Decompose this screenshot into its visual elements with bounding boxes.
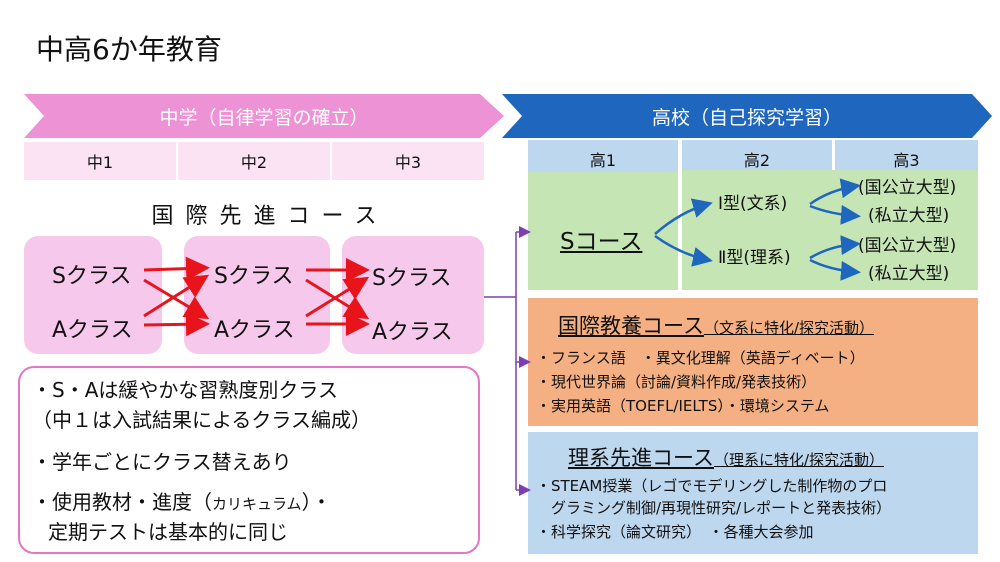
class-a-label: Aクラス [52, 318, 133, 343]
intl-course-sub: （文系に特化/探究活動） [703, 319, 875, 337]
type2-label: Ⅱ型(理系) [718, 248, 791, 268]
arrow-a-to-s-1 [143, 274, 210, 318]
arrow-type1-to-private [809, 204, 861, 225]
sci-course-header: 理系先進コース（理系に特化/探究活動） [568, 442, 884, 472]
senior-banner-label: 高校（自己探究学習） [651, 106, 842, 129]
intl-item-1: ・フランス語 ・異文化理解（英語ディベート） [536, 349, 865, 367]
s-course-name: Sコース [560, 229, 643, 255]
sci-item-3: ・科学探究（論文研究） ・各種大会参加 [536, 523, 814, 541]
note-line-4b: カリキュラム [212, 495, 302, 513]
arrow-s-to-type2 [654, 234, 713, 267]
arrow-a-to-a-1 [143, 312, 210, 337]
note-line-2: （中１は入試結果によるクラス編成） [32, 408, 371, 432]
univ-public-2: (国公立大型) [858, 236, 957, 256]
intl-course-header: 国際教養コース（文系に特化/探究活動） [558, 310, 874, 340]
class-s-label: Sクラス [52, 264, 132, 289]
note-line-1: ・S・Aは緩やかな習熟度別クラス [32, 378, 338, 402]
univ-private-2: (私立大型) [868, 264, 950, 284]
intl-item-2: ・現代世界論（討論/資料作成/発表技術） [536, 373, 817, 391]
arrow-type1-to-public [809, 178, 861, 206]
grade-junior-2: 中2 [178, 142, 330, 180]
arrow-s-to-type1 [654, 198, 713, 235]
junior-banner: 中学（自律学習の確立） [24, 94, 504, 138]
page-title: 中高6か年教育 [36, 33, 222, 66]
junior-course-title: 国際先進コース [151, 204, 389, 229]
class-a-label: Aクラス [214, 318, 295, 343]
note-line-5: 定期テストは基本的に同じ [48, 520, 288, 544]
univ-public-1: (国公立大型) [858, 178, 957, 198]
class-s-label: Sクラス [372, 266, 452, 291]
type1-label: Ⅰ型(文系) [718, 194, 788, 214]
s-course-types-box: Ⅰ型(文系) Ⅱ型(理系) (国公立大型) (私立大型) (国公立大型) (私立… [682, 170, 978, 290]
sci-item-2: グラミング制御/再現性研究/レポートと発表技術） [536, 499, 892, 517]
class-box-junior-1: Sクラス Aクラス [24, 236, 162, 354]
sci-course-name: 理系先進コース [568, 446, 714, 470]
arrow-type2-to-private [809, 258, 861, 281]
grade-junior-3: 中3 [332, 142, 484, 180]
sci-item-1: ・STEAM授業（レゴでモデリングした制作物のプロ [536, 477, 888, 495]
intl-course-box: 国際教養コース（文系に特化/探究活動） ・フランス語 ・異文化理解（英語ディベー… [528, 298, 978, 426]
sci-course-box: 理系先進コース（理系に特化/探究活動） ・STEAM授業（レゴでモデリングした制… [528, 432, 978, 554]
class-s-label: Sクラス [214, 264, 294, 289]
arrow-a-to-s-2 [305, 276, 370, 318]
note-line-4a: ・使用教材・進度（ [32, 490, 212, 514]
grade-senior-1: 高1 [528, 140, 678, 178]
intl-course-name: 国際教養コース [558, 314, 704, 338]
junior-banner-label: 中学（自律学習の確立） [159, 106, 369, 129]
grade-junior-1: 中1 [24, 142, 176, 180]
note-line-4: ・使用教材・進度（カリキュラム）・ [32, 488, 332, 518]
class-a-label: Aクラス [372, 320, 453, 345]
s-course-box: Sコース [528, 172, 678, 290]
arrow-type2-to-public [809, 235, 861, 260]
notes-box: ・S・Aは緩やかな習熟度別クラス （中１は入試結果によるクラス編成） ・学年ごと… [18, 366, 480, 554]
intl-item-3: ・実用英語（TOEFL/IELTS）・環境システム [536, 397, 830, 415]
senior-banner: 高校（自己探究学習） [502, 94, 992, 138]
note-line-4c: ）・ [301, 490, 332, 514]
univ-private-1: (私立大型) [868, 206, 950, 226]
note-line-3: ・学年ごとにクラス替えあり [32, 450, 292, 474]
sci-course-sub: （理系に特化/探究活動） [713, 451, 885, 469]
arrow-s-to-s-1 [143, 256, 210, 281]
